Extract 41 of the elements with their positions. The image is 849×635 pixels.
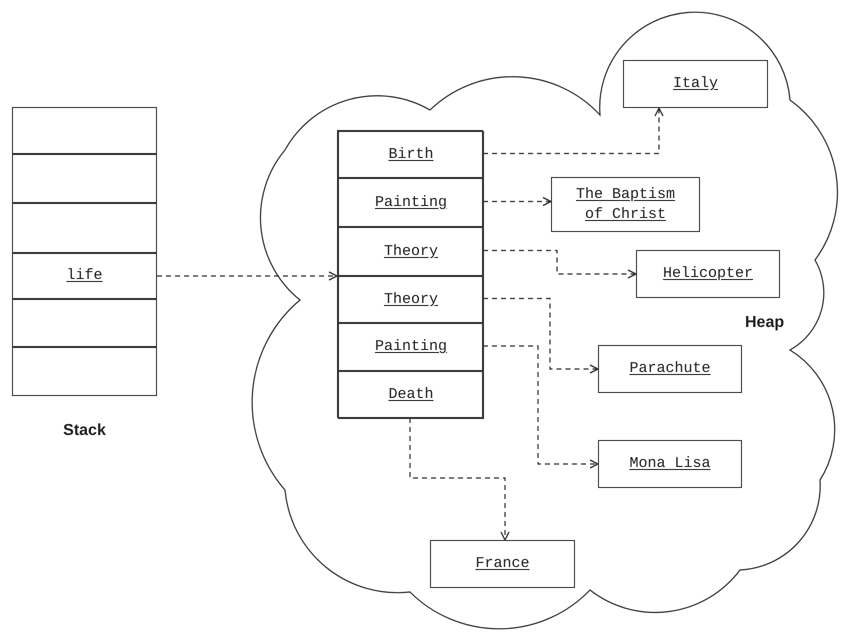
value-label: France xyxy=(475,554,530,574)
reference-arrow xyxy=(157,271,338,281)
field-cell xyxy=(338,227,484,276)
object-box xyxy=(623,60,768,108)
field-label: Theory xyxy=(384,242,438,262)
reference-arrow xyxy=(483,298,599,374)
field-label: Painting xyxy=(374,337,447,357)
field-label: Theory xyxy=(384,290,438,310)
field-label: Painting xyxy=(374,192,447,212)
reference-arrow xyxy=(483,107,664,154)
value-label: The Baptism of Christ xyxy=(574,184,676,224)
stack-slot xyxy=(12,347,157,396)
stack-slot xyxy=(12,107,157,154)
field-cell xyxy=(338,371,484,419)
value-label: Helicopter xyxy=(662,264,753,284)
reference-arrow xyxy=(483,345,599,469)
reference-arrow xyxy=(409,418,510,541)
field-label: life xyxy=(66,266,102,286)
object-frame xyxy=(337,130,483,418)
stack-label: Stack xyxy=(63,421,106,441)
stack-slot xyxy=(12,299,157,347)
field-cell xyxy=(338,178,484,227)
field-label: Death xyxy=(388,385,434,405)
field-cell xyxy=(338,276,484,323)
field-cell xyxy=(338,131,484,178)
stack-slot xyxy=(12,154,157,203)
heap-label: Heap xyxy=(745,314,784,331)
value-label: Italy xyxy=(672,74,718,94)
reference-arrow xyxy=(483,250,637,279)
field-cell xyxy=(338,323,484,371)
stack-slot xyxy=(12,203,157,253)
object-box xyxy=(598,345,742,393)
object-box xyxy=(430,540,575,588)
field-label: Birth xyxy=(388,144,434,164)
reference-arrow xyxy=(483,196,552,206)
object-box xyxy=(598,440,742,488)
object-box xyxy=(636,250,780,298)
value-label: Mona Lisa xyxy=(629,454,710,474)
stack-slot xyxy=(12,253,157,299)
object-box xyxy=(551,177,700,232)
value-label: Parachute xyxy=(629,359,710,379)
